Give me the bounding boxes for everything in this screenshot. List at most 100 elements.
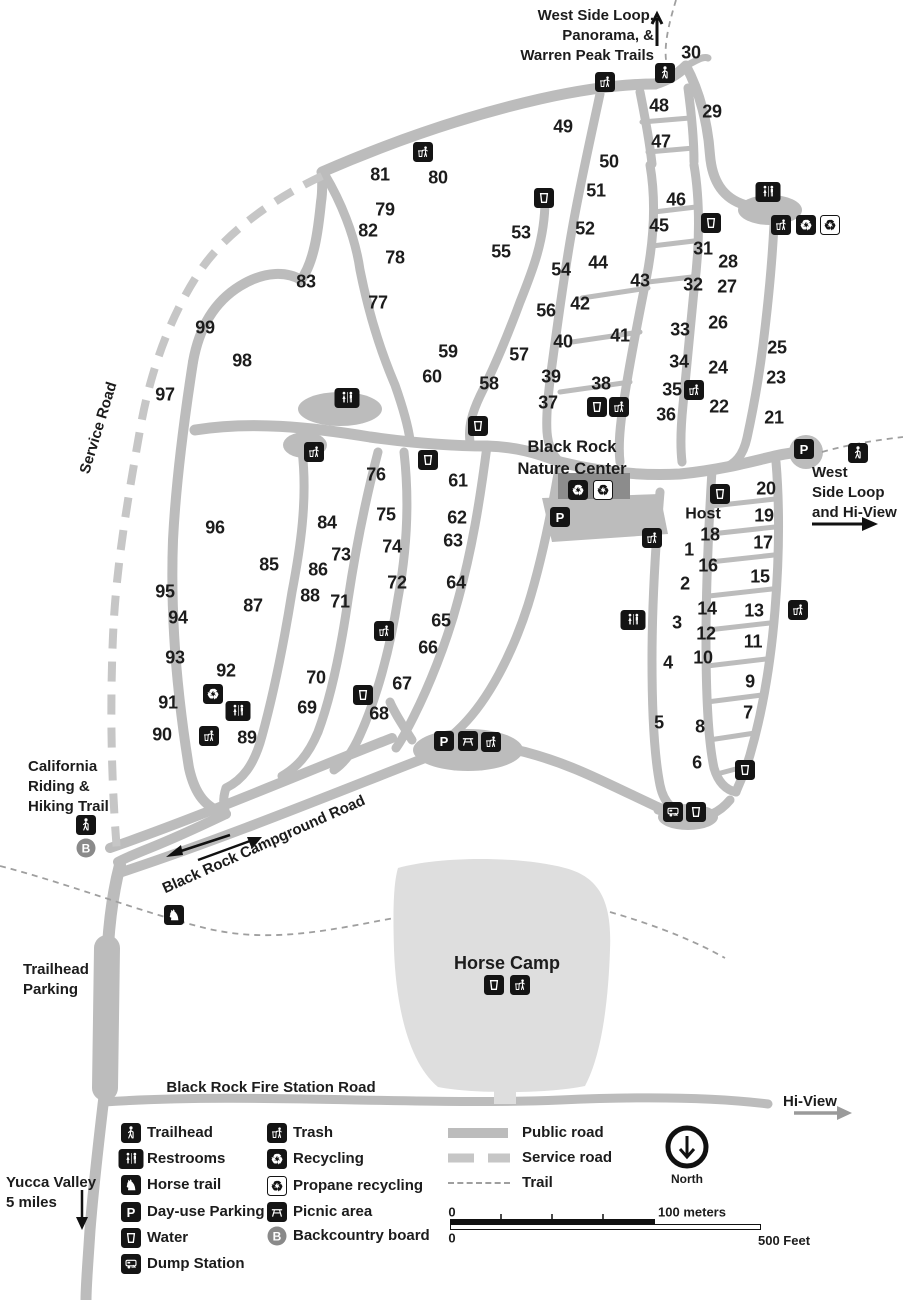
trailhead-icon (655, 63, 675, 83)
legend-label-picnic: Picnic area (293, 1202, 373, 1220)
site-77-label: 77 (368, 292, 388, 313)
site-36-label: 36 (656, 404, 676, 425)
site-13-label: 13 (744, 600, 764, 621)
road-exit-arrow (177, 833, 231, 854)
site-25-label: 25 (767, 337, 787, 358)
trash-icon (413, 142, 433, 162)
scale-feet-zero: 0 (448, 1230, 456, 1246)
site-62-label: 62 (447, 507, 467, 528)
site-85-label: 85 (259, 554, 279, 575)
site-42-label: 42 (570, 293, 590, 314)
water-icon (587, 397, 607, 417)
trash-icon (642, 528, 662, 548)
site-64-label: 64 (446, 572, 466, 593)
water-icon (121, 1228, 141, 1248)
host: Host (685, 505, 721, 523)
water-icon (534, 188, 554, 208)
site-71-label: 71 (330, 591, 350, 612)
site-52-label: 52 (575, 218, 595, 239)
horse-camp: Horse Camp (453, 952, 561, 973)
site-5-label: 5 (654, 712, 664, 733)
site-3-label: 3 (672, 612, 682, 633)
restrooms-icon (755, 182, 781, 202)
trash-icon (481, 732, 501, 752)
hi-view: Hi-View (783, 1093, 837, 1110)
site-8-label: 8 (695, 716, 705, 737)
horsetrail-icon: ♞ (121, 1175, 141, 1195)
backcountry-icon: B (267, 1226, 287, 1246)
site-4-label: 4 (663, 652, 673, 673)
dump-icon (121, 1254, 141, 1274)
site-29-label: 29 (702, 101, 722, 122)
legend-label-trash: Trash (293, 1123, 334, 1141)
legend-label-trailhead: Trailhead (147, 1123, 213, 1141)
trash-icon (267, 1123, 287, 1143)
site-76-label: 76 (366, 464, 386, 485)
site-86-label: 86 (308, 559, 328, 580)
site-59-label: 59 (438, 341, 458, 362)
site-10-label: 10 (693, 647, 713, 668)
parking-icon: P (121, 1202, 141, 1222)
water-icon (418, 450, 438, 470)
site-37-label: 37 (538, 392, 558, 413)
north-label: North (671, 1171, 703, 1186)
site-87-label: 87 (243, 595, 263, 616)
site-18-label: 18 (700, 524, 720, 545)
site-60-label: 60 (422, 366, 442, 387)
trailhead-parking: Trailhead Parking (23, 961, 89, 999)
site-61-label: 61 (448, 470, 468, 491)
site-57-label: 57 (509, 344, 529, 365)
site-48-label: 48 (649, 95, 669, 116)
arrows (76, 10, 878, 1230)
legend-label-recycling: Recycling (293, 1149, 364, 1167)
restrooms-icon (225, 701, 251, 721)
site-33-label: 33 (670, 319, 690, 340)
scale-meters: 100 meters (658, 1204, 726, 1220)
site-94-label: 94 (168, 607, 188, 628)
site-90-label: 90 (152, 724, 172, 745)
site-70-label: 70 (306, 667, 326, 688)
site-35-label: 35 (662, 379, 682, 400)
site-41-label: 41 (610, 325, 630, 346)
legend-label-dump: Dump Station (147, 1254, 245, 1272)
site-83-label: 83 (296, 271, 316, 292)
site-16-label: 16 (698, 555, 718, 576)
site-63-label: 63 (443, 530, 463, 551)
site-95-label: 95 (155, 581, 175, 602)
parking-icon: P (434, 731, 454, 751)
site-88-label: 88 (300, 585, 320, 606)
water-icon (353, 685, 373, 705)
road-enter-arrow (197, 839, 251, 862)
site-65-label: 65 (431, 610, 451, 631)
legend-swatch-public-road (448, 1128, 508, 1138)
fire-station-road: Black Rock Fire Station Road (166, 1078, 376, 1096)
trails (0, 0, 903, 959)
site-21-label: 21 (764, 407, 784, 428)
site-2-label: 2 (680, 573, 690, 594)
site-91-label: 91 (158, 692, 178, 713)
trailhead-icon (848, 443, 868, 463)
restrooms-icon (118, 1149, 144, 1169)
trash-icon (684, 380, 704, 400)
site-89-label: 89 (237, 727, 257, 748)
site-31-label: 31 (693, 238, 713, 259)
legend-label-backcountry: Backcountry board (293, 1226, 430, 1244)
legend-label-parking: Day-use Parking (147, 1202, 265, 1220)
water-icon (701, 213, 721, 233)
parking-icon: P (550, 507, 570, 527)
site-78-label: 78 (385, 247, 405, 268)
legend-swatch-trail (448, 1182, 510, 1184)
site-30-label: 30 (681, 42, 701, 63)
parking-icon: P (794, 439, 814, 459)
site-20-label: 20 (756, 478, 776, 499)
propane-icon: ♻ (267, 1176, 287, 1196)
recycling-icon: ♻ (568, 480, 588, 500)
site-44-label: 44 (588, 252, 608, 273)
site-81-label: 81 (370, 164, 390, 185)
site-56-label: 56 (536, 300, 556, 321)
legend-label-service-road: Service road (522, 1148, 613, 1166)
site-23-label: 23 (766, 367, 786, 388)
site-14-label: 14 (697, 598, 717, 619)
site-68-label: 68 (369, 703, 389, 724)
site-24-label: 24 (708, 357, 728, 378)
